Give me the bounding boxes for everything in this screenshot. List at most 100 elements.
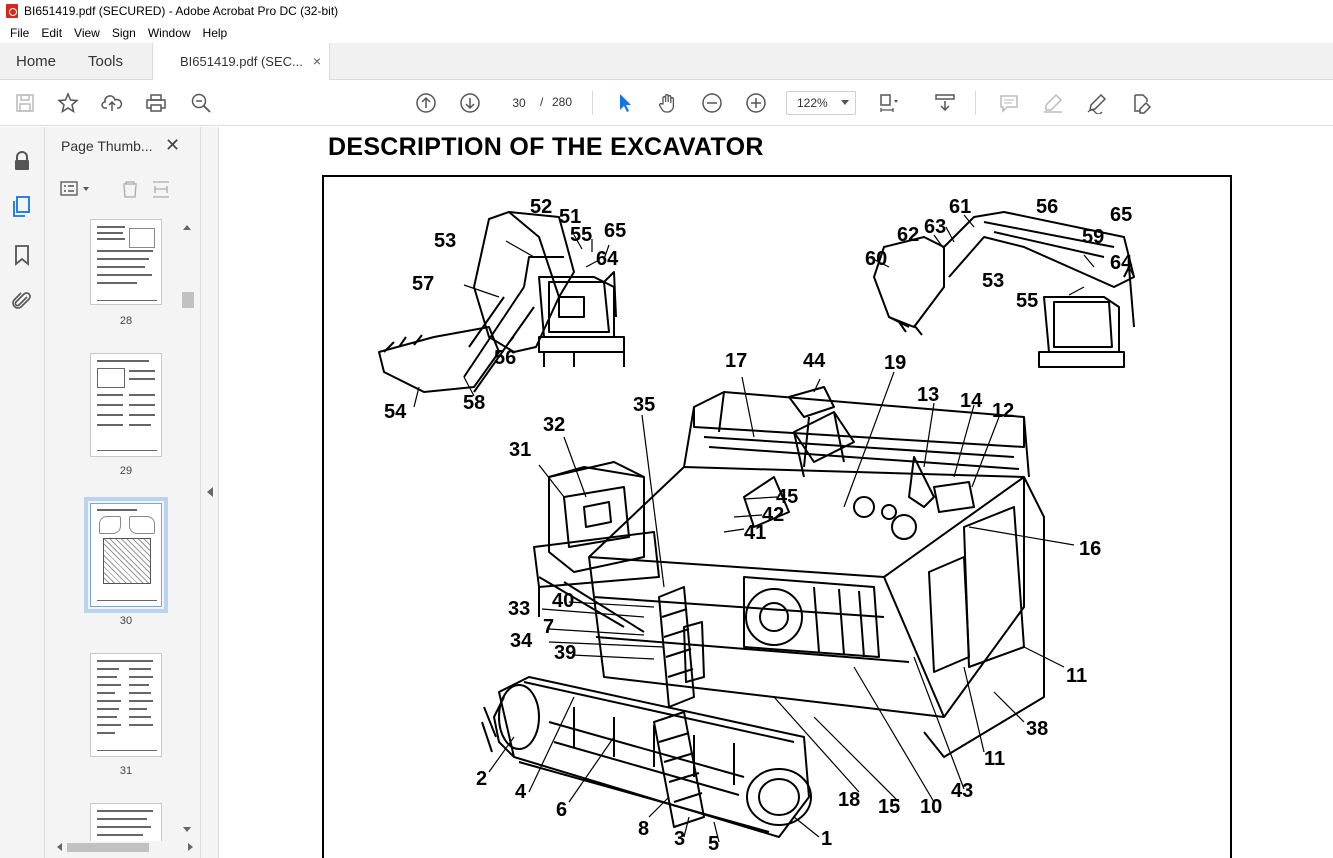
upload-icon[interactable] (100, 91, 124, 115)
chevron-down-icon (841, 100, 849, 105)
panel-collapse-strip[interactable] (201, 127, 219, 858)
thumbnail-page-31[interactable] (90, 653, 162, 757)
callout-12: 12 (992, 400, 1014, 422)
window-title: BI651419.pdf (SECURED) - Adobe Acrobat P… (24, 4, 339, 18)
callout-1: 1 (821, 828, 832, 850)
leader-lines (413, 214, 1135, 843)
attachment-icon[interactable] (10, 289, 34, 313)
callout-16: 16 (1079, 538, 1101, 560)
tab-document[interactable]: BI651419.pdf (SEC... × (152, 43, 330, 80)
thumbnail-page-29[interactable] (90, 353, 162, 457)
main-excavator (481, 386, 1045, 838)
callout-61: 61 (949, 196, 971, 218)
tab-home[interactable]: Home (16, 53, 57, 70)
bookmark-icon[interactable] (10, 243, 34, 267)
tab-close-icon[interactable]: × (312, 53, 321, 69)
highlighter-icon[interactable] (1041, 91, 1065, 115)
callout-44: 44 (803, 350, 826, 372)
plus-circle-icon[interactable] (744, 91, 768, 115)
arrow-up-circle-icon[interactable] (414, 91, 438, 115)
thumbnail-label: 30 (119, 615, 133, 627)
callout-11-lower: 11 (984, 748, 1005, 770)
menu-sign[interactable]: Sign (111, 25, 136, 40)
title-bar: BI651419.pdf (SECURED) - Adobe Acrobat P… (0, 0, 1333, 22)
thumbnail-scrollbar[interactable] (180, 220, 194, 840)
callout-18: 18 (838, 789, 860, 811)
callout-63: 63 (924, 216, 946, 238)
menu-window[interactable]: Window (147, 25, 191, 40)
excavator-figure: 52 51 53 55 65 64 57 56 58 54 61 56 62 6… (322, 175, 1232, 858)
callout-11: 11 (1066, 665, 1087, 687)
page-heading: DESCRIPTION OF THE EXCAVATOR (328, 133, 764, 161)
callout-55: 55 (570, 224, 592, 246)
thumbnail-page-30[interactable] (84, 497, 168, 613)
thumbnail-page-32[interactable] (90, 803, 162, 841)
lock-icon[interactable] (10, 149, 34, 173)
minus-circle-icon[interactable] (700, 91, 724, 115)
toolbar-divider (592, 91, 593, 115)
callout-52: 52 (530, 196, 552, 218)
printer-icon[interactable] (144, 91, 168, 115)
callout-65-backhoe: 65 (1110, 204, 1132, 226)
cursor-arrow-icon[interactable] (613, 91, 637, 115)
sign-pen-icon[interactable] (1085, 91, 1109, 115)
search-zoom-icon[interactable] (189, 91, 213, 115)
callout-33: 33 (508, 598, 530, 620)
scroll-mode-icon[interactable] (933, 91, 957, 115)
callout-56: 56 (494, 347, 516, 369)
tab-bar: Home Tools BI651419.pdf (SEC... × (0, 43, 1333, 80)
callout-59: 59 (1082, 226, 1104, 248)
save-icon[interactable] (13, 91, 37, 115)
menu-view[interactable]: View (74, 25, 100, 40)
panel-title: Page Thumb... (61, 138, 153, 154)
callout-42: 42 (762, 504, 784, 526)
excavator-illustration: 52 51 53 55 65 64 57 56 58 54 61 56 62 6… (378, 196, 1135, 855)
callout-64-backhoe: 64 (1110, 252, 1133, 274)
callout-5: 5 (708, 833, 719, 855)
page-thumbnails-icon[interactable] (10, 195, 34, 219)
menu-edit[interactable]: Edit (41, 25, 63, 40)
fit-page-icon[interactable] (876, 91, 900, 115)
thumbnail-label: 29 (119, 465, 133, 477)
page-separator: / (540, 95, 544, 109)
page-thumbnails-panel: Page Thumb... ✕ (45, 127, 201, 858)
arrow-down-circle-icon[interactable] (458, 91, 482, 115)
callout-40: 40 (552, 590, 574, 612)
extract-pages-icon (153, 181, 169, 198)
share-edit-icon[interactable] (1129, 91, 1153, 115)
page-number-input[interactable]: 30 (501, 91, 537, 115)
callout-45: 45 (776, 486, 798, 508)
menu-bar: File Edit View Sign Window Help (0, 22, 1333, 43)
callout-57: 57 (412, 273, 434, 295)
callout-34: 34 (510, 630, 533, 652)
callout-41: 41 (744, 522, 766, 544)
backhoe-inset (873, 211, 1135, 368)
menu-help[interactable]: Help (202, 25, 228, 40)
options-icon (60, 181, 89, 196)
callout-31: 31 (509, 439, 531, 461)
callout-19: 19 (884, 352, 906, 374)
menu-file[interactable]: File (10, 25, 30, 40)
thumbnail-label: 31 (119, 765, 133, 777)
callout-55-backhoe: 55 (1016, 290, 1038, 312)
callout-13: 13 (917, 384, 939, 406)
thumbnail-label: 28 (119, 315, 133, 327)
panel-close-icon[interactable]: ✕ (165, 135, 181, 155)
thumbnail-page-28[interactable] (90, 219, 162, 305)
left-rail (0, 127, 45, 858)
callout-54: 54 (384, 401, 407, 423)
callout-56-backhoe: 56 (1036, 196, 1058, 218)
tab-tools[interactable]: Tools (88, 53, 124, 70)
zoom-value: 122% (797, 96, 828, 110)
callout-58: 58 (463, 392, 485, 414)
callout-6: 6 (556, 799, 567, 821)
zoom-select[interactable]: 122% (786, 91, 856, 115)
comment-icon[interactable] (997, 91, 1021, 115)
callout-8: 8 (638, 818, 649, 840)
callout-3: 3 (674, 828, 685, 850)
document-view[interactable]: DESCRIPTION OF THE EXCAVATOR (219, 127, 1333, 858)
thumbnail-horizontal-scrollbar[interactable] (55, 840, 195, 854)
collapse-arrow-icon[interactable] (207, 487, 213, 497)
star-icon[interactable] (56, 91, 80, 115)
hand-icon[interactable] (656, 91, 680, 115)
